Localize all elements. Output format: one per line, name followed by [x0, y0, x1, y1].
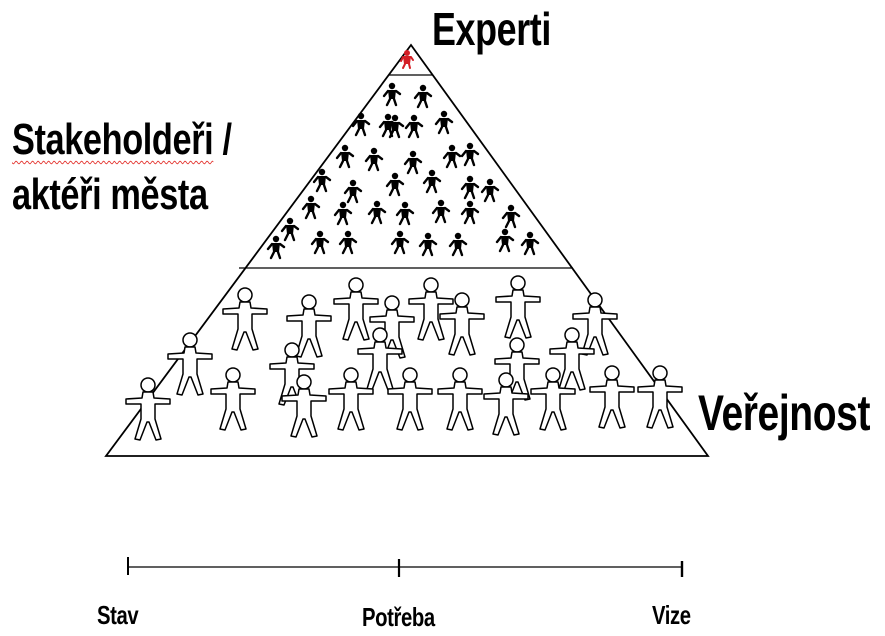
timeline-label-potreba: Potřeba: [362, 602, 435, 632]
expert-figures: [400, 50, 414, 69]
level-label-stakeholders: Stakeholdeři / aktéři města: [12, 112, 232, 222]
timeline: [127, 557, 684, 577]
level-label-verejnost: Veřejnost: [698, 385, 871, 441]
timeline-label-stav: Stav: [97, 600, 139, 630]
stakeholders-label-line2: aktéři města: [12, 170, 208, 219]
stakeholders-label-word: Stakeholdeři: [12, 115, 214, 164]
red-person-icon: [400, 50, 414, 69]
level-label-experti: Experti: [432, 3, 551, 55]
timeline-label-vize: Vize: [652, 600, 691, 630]
stakeholders-label-rest: /: [213, 115, 232, 164]
stakeholders-label-line1: Stakeholdeři /: [12, 112, 232, 167]
